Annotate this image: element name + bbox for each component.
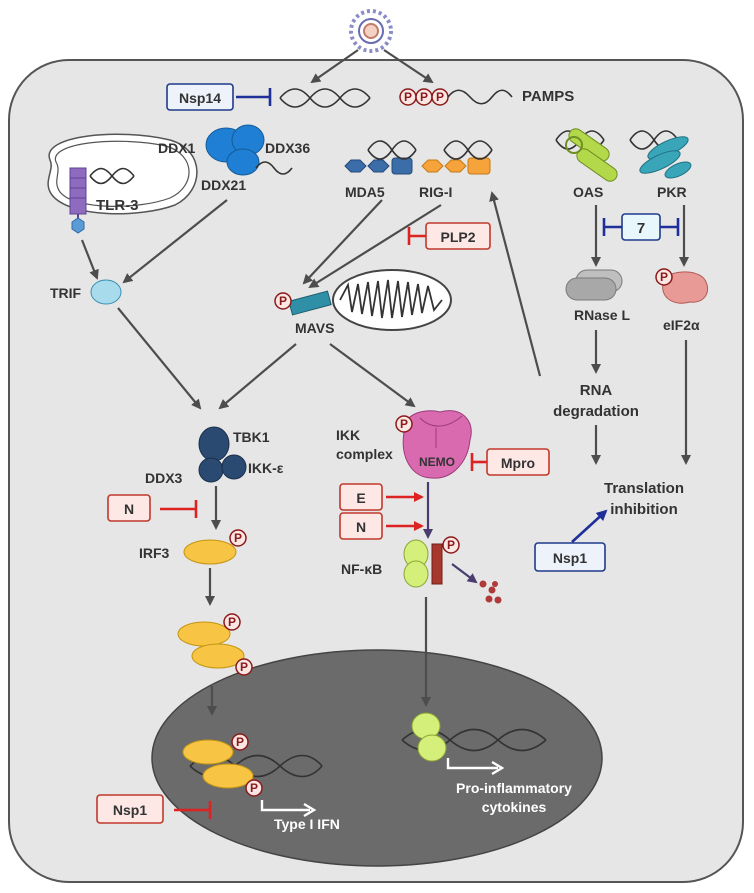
svg-text:P: P <box>404 90 412 104</box>
virus-icon <box>349 9 393 53</box>
mda5-label: MDA5 <box>345 184 385 200</box>
mda5-icon <box>344 140 417 175</box>
nsp14-box <box>166 83 234 111</box>
proinflammatory-label-2: cytokines <box>482 799 547 815</box>
ddx36-label: DDX36 <box>265 140 310 156</box>
proinflammatory-transcription-arrow <box>446 758 498 770</box>
nsp1-right-box <box>534 542 606 572</box>
nemo-icon: P <box>395 410 472 479</box>
pamps-label: PAMPS <box>522 88 574 105</box>
pkr-label: PKR <box>657 184 687 200</box>
type1-ifn-arrowhead <box>303 802 317 818</box>
rigi-to-mavs-arrow <box>308 204 442 289</box>
trif-icon <box>90 279 122 305</box>
virus-to-pamps-arrow <box>383 49 434 84</box>
ddx1-label: DDX1 <box>158 140 196 156</box>
nucleus <box>151 649 603 867</box>
degradation-to-rigi-arrow <box>489 191 542 377</box>
svg-text:P: P <box>660 270 668 284</box>
oas-icon <box>555 128 618 182</box>
rnasel-label: RNase L <box>574 307 630 323</box>
pkr-icon <box>629 130 692 179</box>
svg-text:P: P <box>228 615 236 629</box>
e-label: E <box>356 490 365 506</box>
nsp1-to-translation-arrow <box>571 509 608 543</box>
svg-text:P: P <box>420 90 428 104</box>
tlr3-receptor-icon <box>69 167 135 234</box>
nsp1-bottom-box <box>96 794 164 824</box>
tbk1-label: TBK1 <box>233 429 270 445</box>
translation-inhibition-label-1: Translation <box>604 480 684 497</box>
ikb-degradation-arrow <box>451 563 478 584</box>
rna-degradation-label-2: degradation <box>553 403 639 420</box>
plp2-label: PLP2 <box>440 229 475 245</box>
mitochondrion-icon <box>332 269 452 331</box>
proinflammatory-arrowhead <box>491 760 505 776</box>
nsp1-bottom-label: Nsp1 <box>113 802 147 818</box>
proinflammatory-label-1: Pro-inflammatory <box>456 780 572 796</box>
mda5-to-mavs-arrow <box>302 199 383 285</box>
nfkb-icon: P <box>403 536 460 588</box>
rnasel-icon <box>565 269 623 301</box>
mavs-to-ikk-arrow <box>329 343 416 408</box>
type1-ifn-transcription-arrow <box>260 800 310 812</box>
svg-text:P: P <box>400 417 408 431</box>
e-box <box>339 483 383 511</box>
mavs-to-tbk1-arrow <box>218 343 297 410</box>
mpro-label: Mpro <box>501 455 535 471</box>
trif-to-tbk1-arrow <box>117 307 202 410</box>
svg-text:P: P <box>234 531 242 545</box>
ddx-complex-icon <box>205 124 293 176</box>
n-left-box <box>107 494 151 522</box>
mavs-icon: P <box>274 290 332 316</box>
svg-text:P: P <box>447 538 455 552</box>
nsp1-right-label: Nsp1 <box>553 550 587 566</box>
n-left-label: N <box>124 501 134 517</box>
svg-text:P: P <box>279 294 287 308</box>
svg-text:P: P <box>240 660 248 674</box>
svg-text:P: P <box>236 735 244 749</box>
rigi-label: RIG-I <box>419 184 452 200</box>
eif2a-label: eIF2α <box>663 317 700 333</box>
svg-text:P: P <box>250 781 258 795</box>
tbk1-complex-icon <box>198 426 247 483</box>
irf3-label: IRF3 <box>139 545 170 561</box>
tlr3-label: TLR-3 <box>96 197 139 214</box>
ikk-complex-label-2: complex <box>336 446 393 462</box>
orf7-label: 7 <box>637 220 645 237</box>
mavs-label: MAVS <box>295 320 334 336</box>
nucleus-nfkb-dna-icon <box>401 712 547 762</box>
eif2a-icon: P <box>655 268 709 304</box>
degraded-ikb-icon <box>479 580 502 604</box>
tlr3-to-trif-arrow <box>80 239 99 280</box>
rigi-icon <box>421 140 493 175</box>
nemo-label: NEMO <box>419 455 455 469</box>
oas-label: OAS <box>573 184 603 200</box>
irf3-dimer-icon: P P <box>177 613 253 676</box>
ddx3-label: DDX3 <box>145 470 183 486</box>
ppp-icon: P P P <box>399 88 513 106</box>
ddx21-to-trif-arrow <box>122 199 228 284</box>
n-right-box <box>339 512 383 540</box>
ikke-label: IKK-ε <box>248 460 284 476</box>
irf3-icon: P <box>183 529 247 565</box>
type1-ifn-label: Type I IFN <box>274 816 340 832</box>
nsp14-label: Nsp14 <box>179 90 221 106</box>
trif-label: TRIF <box>50 285 82 301</box>
translation-inhibition-label-2: inhibition <box>610 501 677 518</box>
nucleus-irf3-dna-icon: P P <box>182 733 323 797</box>
n-right-label: N <box>356 519 366 535</box>
dsrna-icon <box>279 88 371 108</box>
svg-text:P: P <box>436 90 444 104</box>
cell-membrane <box>8 59 744 883</box>
ddx21-label: DDX21 <box>201 177 246 193</box>
virus-to-dsrna-arrow <box>310 49 359 84</box>
nfkb-label: NF-κB <box>341 561 382 577</box>
rna-degradation-label-1: RNA <box>580 382 613 399</box>
ikk-complex-label-1: IKK <box>336 427 360 443</box>
